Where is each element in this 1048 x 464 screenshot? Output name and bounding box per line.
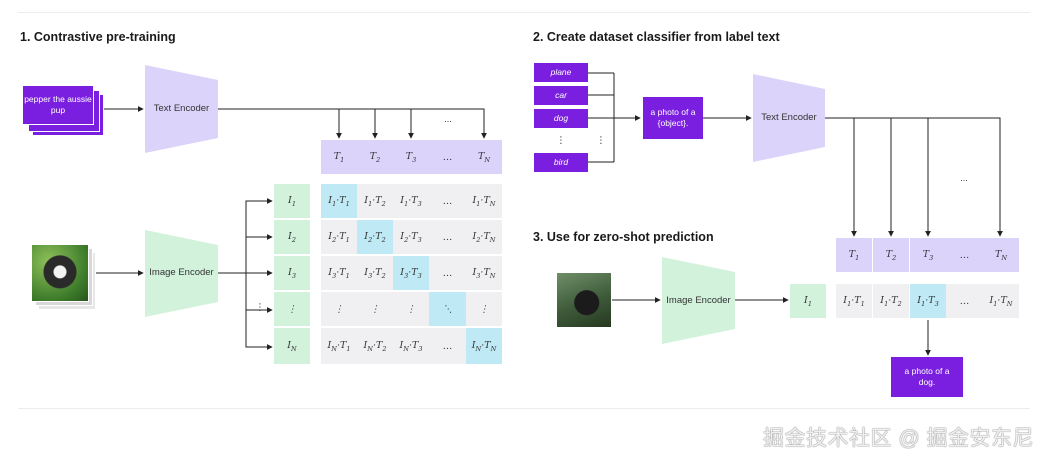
matrix-cell: I3·T1 xyxy=(321,256,357,290)
matrix-cell-diagonal: I1·T1 xyxy=(321,184,357,218)
prediction-output: a photo of a dog. xyxy=(891,357,963,397)
label-bird: bird xyxy=(534,153,588,172)
matrix-cell: IN·T2 xyxy=(357,328,393,364)
text-token: TN xyxy=(466,140,502,174)
label-plane: plane xyxy=(534,63,588,82)
score-cell: I1·T2 xyxy=(873,284,909,318)
matrix-cell-diagonal: I2·T2 xyxy=(357,220,393,254)
matrix-cell: I1·T2 xyxy=(357,184,393,218)
matrix-cell: ⋮ xyxy=(321,292,357,326)
image-token: IN xyxy=(274,328,310,364)
text-token: T2 xyxy=(357,140,393,174)
image-token-ellipsis: ⋮ xyxy=(274,292,310,326)
matrix-cell: ⋮ xyxy=(357,292,393,326)
label-car: car xyxy=(534,86,588,105)
image-encoder-1-label: Image Encoder xyxy=(149,266,214,278)
image-token-query: I1 xyxy=(790,284,826,318)
matrix-cell: … xyxy=(429,220,466,254)
text-token: T2 xyxy=(873,238,909,272)
watermark: 掘金技术社区 @ 掘金安东尼 xyxy=(763,427,1034,450)
matrix-cell: I1·TN xyxy=(466,184,502,218)
ellipsis-left: ⋮ xyxy=(255,301,265,313)
score-cell: … xyxy=(946,284,983,318)
matrix-cell: IN·T1 xyxy=(321,328,357,364)
label-dog: dog xyxy=(534,109,588,128)
ellipsis-above-t2: ... xyxy=(960,172,968,183)
matrix-cell: … xyxy=(429,256,466,290)
dog-photo-input xyxy=(31,244,89,302)
image-encoder-2-shape xyxy=(662,257,735,344)
section-1-title: 1. Contrastive pre-training xyxy=(20,30,176,44)
text-encoder-2-label: Text Encoder xyxy=(761,111,817,123)
matrix-cell: I2·TN xyxy=(466,220,502,254)
bracket-ellipsis: ⋮ xyxy=(596,134,606,146)
text-encoder-2-shape xyxy=(753,74,825,162)
text-encoder-1-shape xyxy=(145,65,218,153)
matrix-cell: … xyxy=(429,328,466,364)
matrix-cell: IN·T3 xyxy=(393,328,429,364)
matrix-cell: I2·T1 xyxy=(321,220,357,254)
top-divider xyxy=(18,12,1030,13)
bottom-divider xyxy=(18,408,1030,409)
text-token: TN xyxy=(983,238,1019,272)
matrix-cell: I3·T2 xyxy=(357,256,393,290)
image-token: I3 xyxy=(274,256,310,290)
image-token: I2 xyxy=(274,220,310,254)
matrix-cell: … xyxy=(429,184,466,218)
matrix-cell-diagonal: I3·T3 xyxy=(393,256,429,290)
text-token: T1 xyxy=(836,238,872,272)
matrix-cell: I1·T3 xyxy=(393,184,429,218)
text-token: T1 xyxy=(321,140,357,174)
text-encoder-1-label: Text Encoder xyxy=(153,102,210,114)
section-3-title: 3. Use for zero-shot prediction xyxy=(533,230,714,244)
matrix-cell-diagonal: IN·TN xyxy=(466,328,502,364)
score-cell-best: I1·T3 xyxy=(910,284,946,318)
image-encoder-1-shape xyxy=(145,230,218,317)
matrix-cell: I2·T3 xyxy=(393,220,429,254)
text-token: T3 xyxy=(910,238,946,272)
image-token: I1 xyxy=(274,184,310,218)
text-token-ellipsis: … xyxy=(429,140,466,174)
score-cell: I1·T1 xyxy=(836,284,872,318)
matrix-cell: ⋮ xyxy=(466,292,502,326)
prompt-template: a photo of a {object}. xyxy=(643,97,703,139)
labels-ellipsis: ⋮ xyxy=(556,134,566,146)
image-encoder-2-label: Image Encoder xyxy=(666,294,731,306)
matrix-cell: ⋮ xyxy=(393,292,429,326)
text-token: T3 xyxy=(393,140,429,174)
ellipsis-above-t: ... xyxy=(444,113,452,124)
text-token-ellipsis: … xyxy=(946,238,983,272)
matrix-cell: I3·TN xyxy=(466,256,502,290)
section-2-title: 2. Create dataset classifier from label … xyxy=(533,30,780,44)
text-input-card: pepper the aussie pup xyxy=(22,85,94,125)
matrix-cell-diagonal: ⋱ xyxy=(429,292,466,326)
score-cell: I1·TN xyxy=(983,284,1019,318)
dog-photo-query xyxy=(557,273,611,327)
